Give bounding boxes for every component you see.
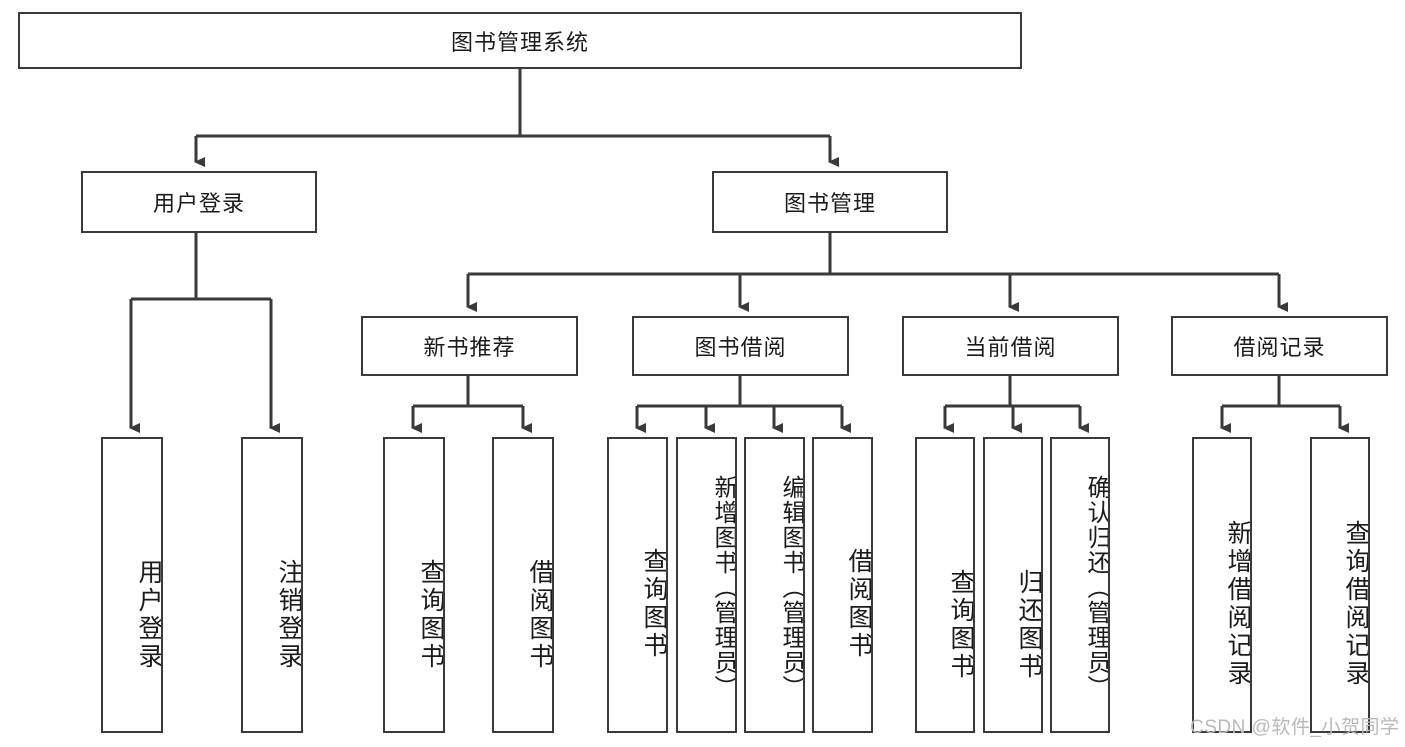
leaf-borrow-query-book[interactable]: 查询图书 — [607, 437, 668, 733]
node-root-label: 图书管理系统 — [450, 29, 589, 55]
leaf-label: 用户登录 — [135, 559, 163, 671]
leaf-label: 新增借阅记录 — [1224, 520, 1252, 688]
leaf-new-book-query[interactable]: 查询图书 — [383, 437, 445, 733]
leaf-label: 查询图书 — [640, 548, 668, 660]
leaf-label: 借阅图书 — [526, 559, 554, 671]
leaf-borrow-add-book-admin[interactable]: 新增图书（管理员） — [676, 437, 737, 733]
leaf-user-login-signout[interactable]: 注销登录 — [241, 437, 303, 733]
node-current-borrow-label: 当前借阅 — [964, 335, 1057, 360]
node-book-borrow-label: 图书借阅 — [694, 335, 787, 360]
leaf-label: 借阅图书 — [845, 548, 873, 660]
node-new-book-recommend-label: 新书推荐 — [423, 335, 516, 360]
node-new-book-recommend[interactable]: 新书推荐 — [361, 316, 578, 376]
leaf-borrow-edit-book-admin[interactable]: 编辑图书（管理员） — [744, 437, 805, 733]
leaf-label: 查询图书 — [417, 559, 445, 671]
node-user-login-label: 用户登录 — [152, 191, 245, 216]
leaf-user-login-signin[interactable]: 用户登录 — [101, 437, 163, 733]
leaf-current-return-book[interactable]: 归还图书 — [983, 437, 1043, 733]
leaf-label: 查询借阅记录 — [1342, 520, 1370, 688]
node-book-borrow[interactable]: 图书借阅 — [632, 316, 849, 376]
leaf-record-query-record[interactable]: 查询借阅记录 — [1310, 437, 1370, 733]
csdn-watermark: CSDN @软件_小贺同学 — [1190, 717, 1400, 738]
node-current-borrow[interactable]: 当前借阅 — [902, 316, 1119, 376]
node-borrow-record[interactable]: 借阅记录 — [1171, 316, 1388, 376]
leaf-label: 确认归还（管理员） — [1083, 474, 1110, 700]
leaf-current-confirm-return-admin[interactable]: 确认归还（管理员） — [1050, 437, 1110, 733]
leaf-label: 归还图书 — [1015, 569, 1043, 681]
leaf-label: 查询图书 — [947, 569, 975, 681]
node-borrow-record-label: 借阅记录 — [1233, 335, 1326, 360]
node-book-management-label: 图书管理 — [783, 191, 876, 216]
node-book-management[interactable]: 图书管理 — [712, 171, 948, 233]
leaf-label: 新增图书（管理员） — [710, 474, 737, 700]
leaf-label: 注销登录 — [275, 559, 303, 671]
leaf-new-book-borrow[interactable]: 借阅图书 — [492, 437, 554, 733]
node-root[interactable]: 图书管理系统 — [18, 12, 1022, 69]
node-user-login[interactable]: 用户登录 — [81, 171, 317, 233]
leaf-borrow-borrow-book[interactable]: 借阅图书 — [812, 437, 873, 733]
leaf-label: 编辑图书（管理员） — [778, 474, 805, 700]
leaf-record-add-record[interactable]: 新增借阅记录 — [1192, 437, 1252, 733]
leaf-current-query-book[interactable]: 查询图书 — [915, 437, 975, 733]
